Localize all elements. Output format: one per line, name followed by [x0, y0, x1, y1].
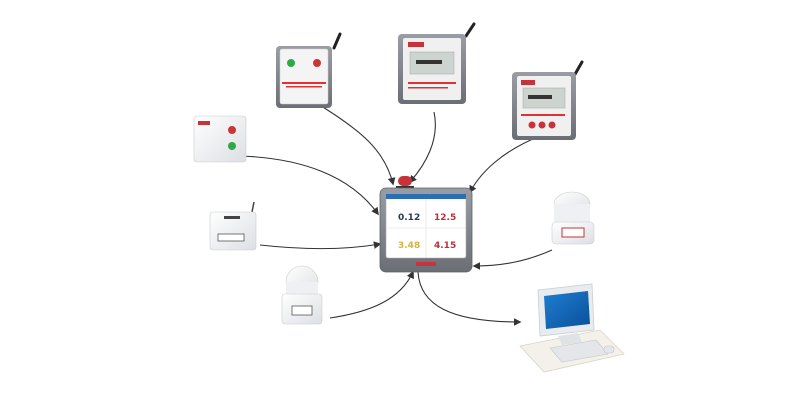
display-window [217, 233, 245, 242]
arrow-switch-box-to-hub [239, 155, 379, 216]
arrow-hub-to-computer [417, 271, 522, 326]
brand-logo-icon [416, 262, 436, 266]
display-window [561, 227, 585, 238]
hub-reading-1: 0.12 [398, 213, 420, 223]
monitor-screen [544, 291, 590, 329]
antenna-icon [464, 22, 476, 38]
hub-reading-2: 12.5 [434, 213, 456, 223]
antenna-icon [332, 32, 342, 50]
wall-unit-c [512, 60, 584, 140]
central-hub: 0.12 12.5 3.48 4.15 [379, 176, 473, 273]
mouse-icon [603, 345, 615, 354]
red-indicator-icon [228, 126, 236, 134]
green-indicator-icon [228, 142, 236, 150]
red-indicator-icon [313, 59, 321, 67]
arrow-wall-unit-a-to-hub [317, 103, 396, 186]
hub-reading-3: 3.48 [398, 241, 420, 251]
desktop-computer [519, 283, 625, 373]
dome-sensor-left [281, 265, 323, 325]
wireless-transmitter [209, 201, 257, 251]
wall-unit-a [276, 32, 342, 108]
green-indicator-icon [287, 59, 295, 67]
arrow-wall-unit-b-to-hub [408, 111, 436, 184]
arrow-dome-left-to-hub [329, 270, 414, 319]
display-window [291, 305, 313, 316]
arrow-wall-unit-c-to-hub [469, 135, 541, 194]
brand-logo-icon [408, 42, 424, 47]
brand-logo-icon [198, 121, 210, 125]
switch-box [193, 115, 247, 163]
keyboard [549, 339, 609, 363]
arrow-transmitter-to-hub [259, 241, 382, 250]
wall-unit-b [398, 22, 476, 104]
antenna-icon [572, 60, 584, 78]
dome-sensor-right [551, 191, 595, 245]
connectors [239, 103, 553, 326]
hub-reading-4: 4.15 [434, 241, 456, 251]
brand-logo-icon [521, 80, 535, 85]
arrow-dome-right-to-hub [472, 249, 553, 270]
